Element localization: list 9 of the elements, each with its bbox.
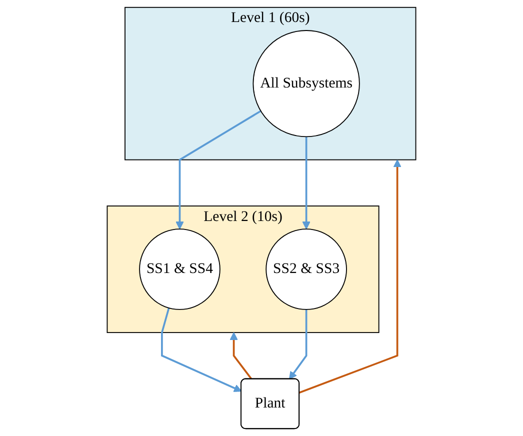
arrow (176, 110, 262, 230)
node-circle: All Subsystems (252, 30, 360, 138)
arrow (298, 159, 402, 394)
node-circle: SS1 & SS4 (139, 228, 220, 310)
node-circle: SS2 & SS3 (266, 228, 347, 310)
arrow (161, 308, 242, 392)
arrow (288, 309, 308, 380)
arrow (230, 332, 252, 380)
arrow (302, 136, 310, 230)
